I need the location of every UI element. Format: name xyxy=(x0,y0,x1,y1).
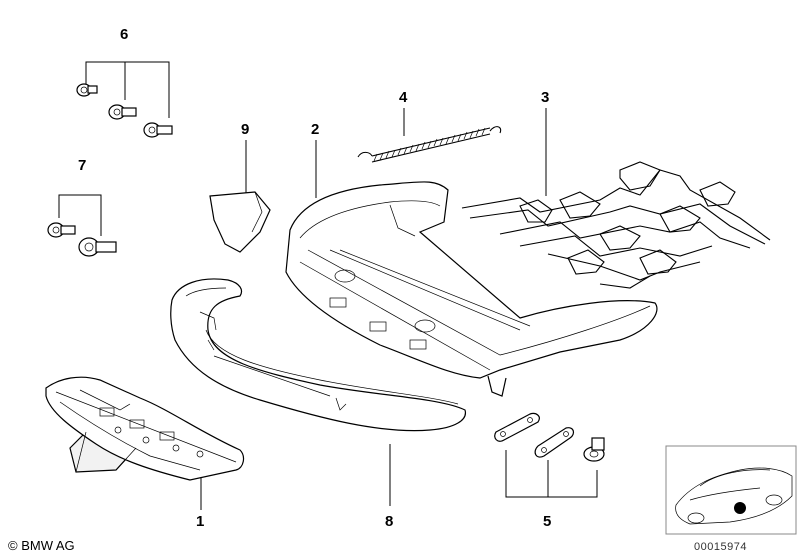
callout-5: 5 xyxy=(543,513,552,530)
location-marker-icon xyxy=(734,502,746,514)
callout-3: 3 xyxy=(541,89,550,106)
document-id: 00015974 xyxy=(694,541,747,553)
copyright-text: © BMW AG xyxy=(8,538,75,553)
callout-7: 7 xyxy=(78,157,87,174)
callout-8: 8 xyxy=(385,513,394,530)
part-9-cover-cap xyxy=(209,140,271,253)
vehicle-location-thumbnail xyxy=(665,445,797,535)
callout-9: 9 xyxy=(241,121,250,138)
part-7-bolts xyxy=(47,194,117,257)
callout-1: 1 xyxy=(196,513,205,530)
callout-6: 6 xyxy=(120,26,129,43)
part-1-seat-base-plate xyxy=(45,376,245,510)
part-6-bolts xyxy=(76,61,173,138)
part-4-tension-spring xyxy=(357,108,502,163)
callout-2: 2 xyxy=(311,121,320,138)
part-3-wire-spring-mat xyxy=(461,108,771,289)
callout-4: 4 xyxy=(399,89,408,106)
part-2-seat-frame xyxy=(285,140,658,397)
part-5-brackets xyxy=(494,412,605,498)
part-8-front-trim xyxy=(170,278,466,506)
